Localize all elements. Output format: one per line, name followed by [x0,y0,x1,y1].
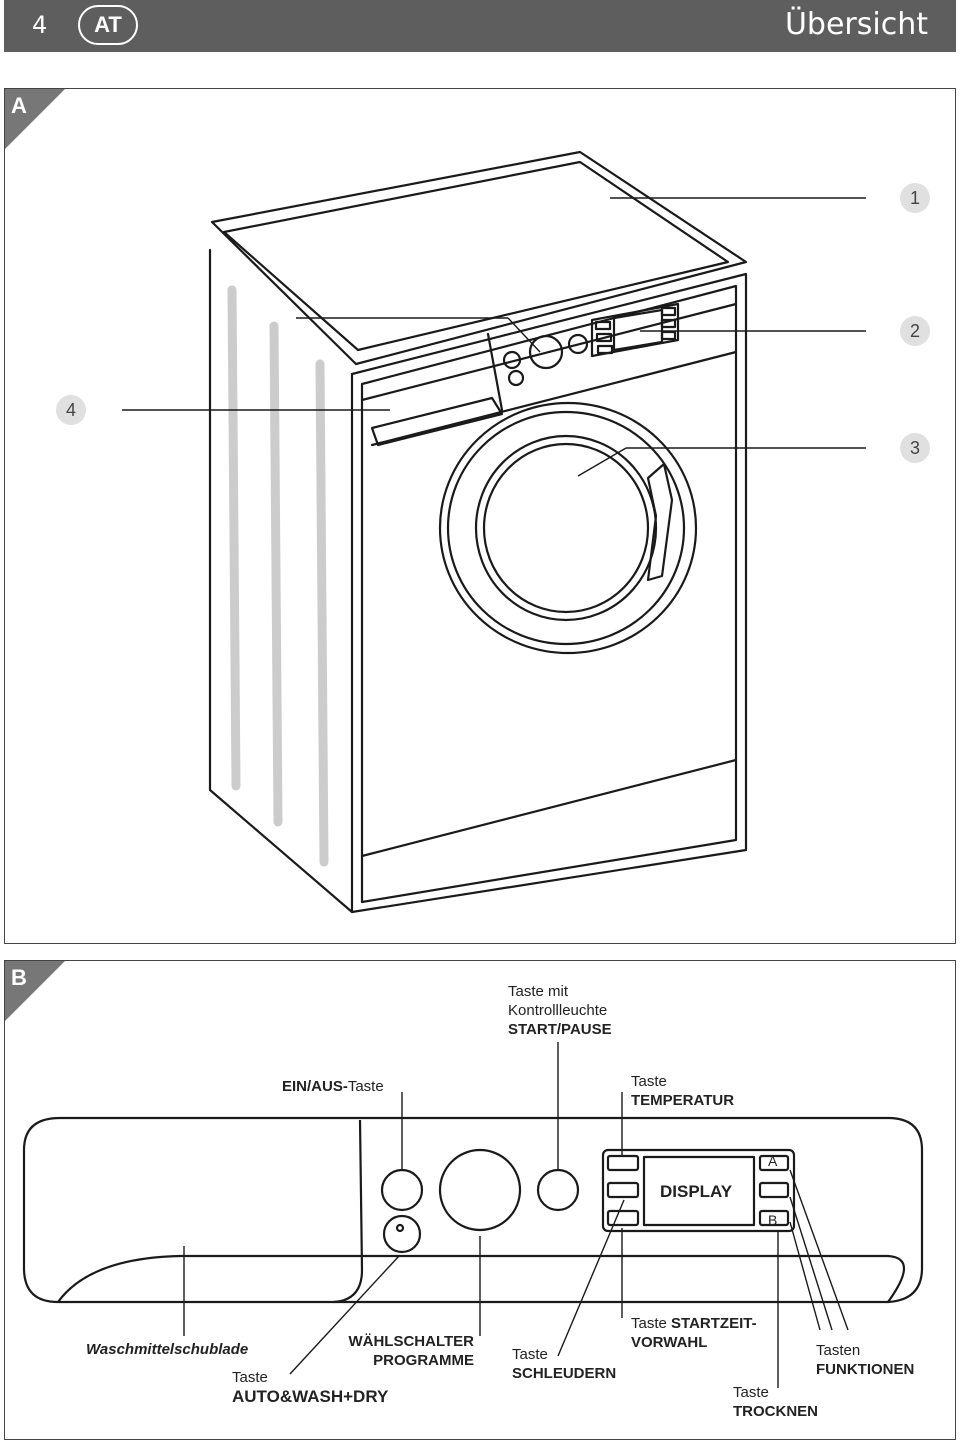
label-schleudern-line1: Taste [512,1346,548,1363]
label-temperatur: Taste TEMPERATUR [631,1072,734,1110]
page-title: Übersicht [784,7,928,42]
label-temperatur-line2: TEMPERATUR [631,1092,735,1109]
callout-4: 4 [56,395,86,425]
callout-2: 2 [900,316,930,346]
label-trocknen-line1: Taste [733,1384,769,1401]
label-auto-wash-dry: Taste AUTO&WASH+DRY [232,1368,388,1406]
section-a-corner [5,89,65,149]
label-startzeit-prefix: Taste [631,1315,672,1332]
display-label: DISPLAY [660,1182,733,1201]
display-button-b-label: B [768,1212,778,1228]
section-b-corner [5,961,65,1021]
label-startzeit-line2: VORWAHL [631,1334,708,1351]
section-b-label: B [11,965,27,990]
label-temperatur-line1: Taste [631,1073,667,1090]
label-trocknen: Taste TROCKNEN [733,1383,818,1421]
page-number: 4 [32,11,48,39]
label-waschmittelschublade: Waschmittelschublade [86,1341,249,1358]
label-auto-line2: AUTO&WASH+DRY [232,1387,389,1406]
label-trocknen-line2: TROCKNEN [733,1403,818,1420]
label-ein-aus-bold: EIN/AUS- [282,1078,348,1095]
section-b-panel: B [4,960,956,1440]
label-start-pause-line1: Taste mit [508,983,569,1000]
label-start-pause: Taste mit Kontrollleuchte START/PAUSE [508,982,612,1039]
label-startzeitvorwahl: Taste STARTZEIT- VORWAHL [631,1314,757,1352]
label-schleudern: Taste SCHLEUDERN [512,1345,616,1383]
callout-1: 1 [900,183,930,213]
label-start-pause-line3: START/PAUSE [508,1021,612,1038]
label-ein-aus-rest: Taste [347,1078,384,1095]
label-ein-aus: EIN/AUS-Taste [282,1077,384,1096]
label-schleudern-line2: SCHLEUDERN [512,1365,617,1382]
label-start-pause-line2: Kontrollleuchte [508,1002,608,1019]
page-header: 4 AT Übersicht [4,0,956,52]
label-waehlschalter-line2: PROGRAMME [373,1352,474,1369]
display-button-a-label: A [768,1153,778,1169]
callout-3: 3 [900,433,930,463]
section-a-label: A [11,93,27,118]
label-waehlschalter-line1: WÄHLSCHALTER [348,1333,474,1350]
label-auto-line1: Taste [232,1369,268,1386]
country-badge: AT [78,5,138,45]
label-funktionen: Tasten FUNKTIONEN [816,1341,914,1379]
section-a-panel: A [4,88,956,944]
label-funktionen-line1: Tasten [816,1342,861,1359]
label-startzeit-bold: STARTZEIT- [671,1315,757,1332]
label-funktionen-line2: FUNKTIONEN [816,1361,915,1378]
label-waehlschalter: WÄHLSCHALTER PROGRAMME [338,1332,474,1370]
